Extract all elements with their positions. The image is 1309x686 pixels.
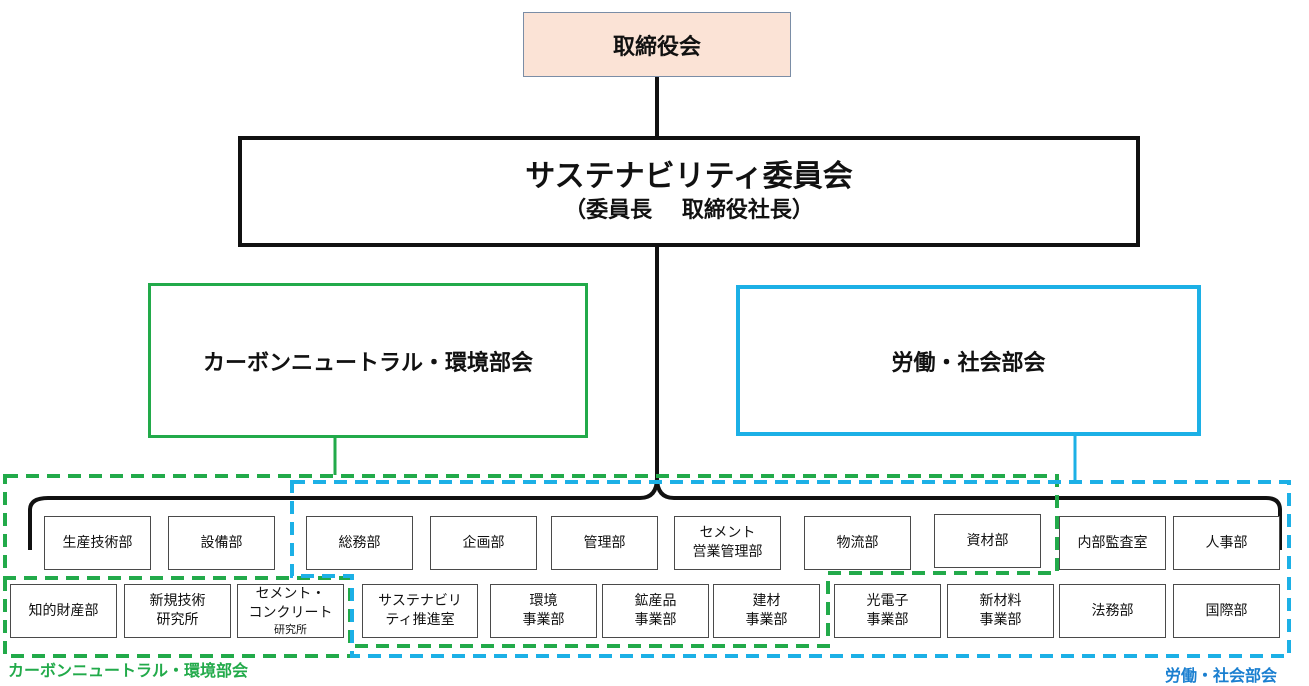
department-box: サステナビリ ティ推進室: [362, 584, 478, 638]
department-label: サステナビリ: [378, 593, 462, 609]
department-label: 生産技術部: [62, 534, 133, 551]
department-label: セメント: [699, 525, 756, 541]
department-box: セメント・ コンクリート 研究所: [237, 584, 344, 638]
department-box: 生産技術部: [44, 516, 151, 570]
department-label: ティ推進室: [385, 612, 455, 628]
department-box: セメント 営業管理部: [674, 516, 781, 570]
department-box: 管理部: [551, 516, 658, 570]
department-box: 設備部: [168, 516, 275, 570]
carbon-group-outline-lower: [3, 578, 350, 658]
department-label: 事業部: [522, 612, 565, 628]
department-label: 事業部: [866, 612, 909, 628]
carbon-group-outline: [3, 474, 1059, 648]
department-label: 企画部: [462, 534, 505, 551]
department-label: セメント・: [255, 586, 326, 602]
department-label: 環境: [529, 593, 558, 609]
department-label: 事業部: [745, 612, 788, 628]
committee-title: サステナビリティ委員会: [525, 158, 853, 194]
department-box: 人事部: [1173, 516, 1280, 570]
department-box: 光電子 事業部: [834, 584, 941, 638]
department-label: 事業部: [979, 612, 1022, 628]
department-box: 内部監査室: [1059, 516, 1166, 570]
department-box: 総務部: [306, 516, 413, 570]
department-box: 国際部: [1173, 584, 1280, 638]
labor-subcommittee-label: 労働・社会部会: [891, 350, 1046, 376]
labor-group-outline: [290, 480, 1291, 658]
department-box: 環境 事業部: [490, 584, 597, 638]
department-label: 営業管理部: [692, 544, 763, 560]
department-box: 企画部: [430, 516, 537, 570]
carbon-subcommittee-label: カーボンニュートラル・環境部会: [202, 350, 533, 376]
department-box: 新材料 事業部: [947, 584, 1054, 638]
department-box: 鉱産品 事業部: [602, 584, 709, 638]
department-label: 建材: [752, 593, 781, 609]
labor-subcommittee-box: 労働・社会部会: [736, 285, 1201, 436]
committee-subtitle: （委員長 取締役社長）: [564, 197, 814, 223]
department-label: 新規技術: [149, 593, 206, 609]
department-box: 建材 事業部: [713, 584, 820, 638]
department-label: コンクリート: [248, 605, 333, 621]
department-box: 法務部: [1059, 584, 1166, 638]
department-label: 知的財産部: [28, 602, 99, 619]
department-box: 物流部: [804, 516, 911, 570]
department-label: 鉱産品: [634, 593, 677, 609]
department-label: 物流部: [836, 534, 879, 551]
department-label: 設備部: [200, 534, 243, 551]
department-box: 新規技術 研究所: [124, 584, 231, 638]
board-label: 取締役会: [612, 34, 701, 60]
labor-group-label: 労働・社会部会: [1164, 666, 1277, 685]
department-label: 総務部: [338, 534, 381, 551]
department-label: 研究所: [274, 623, 307, 636]
sustainability-committee-box: サステナビリティ委員会 （委員長 取締役社長）: [238, 136, 1140, 247]
department-label: 人事部: [1205, 534, 1248, 551]
board-of-directors-box: 取締役会: [523, 12, 791, 77]
department-box: 知的財産部: [10, 584, 117, 638]
department-label: 研究所: [156, 612, 199, 628]
carbon-subcommittee-box: カーボンニュートラル・環境部会: [148, 283, 588, 438]
department-label: 新材料: [979, 593, 1022, 609]
department-box: 資材部: [934, 514, 1041, 568]
carbon-group-label: カーボンニュートラル・環境部会: [8, 661, 249, 680]
department-label: 内部監査室: [1077, 534, 1148, 551]
department-label: 国際部: [1205, 602, 1248, 619]
department-label: 事業部: [634, 612, 677, 628]
department-label: 法務部: [1091, 602, 1134, 619]
department-label: 光電子: [866, 593, 909, 609]
department-label: 資材部: [966, 532, 1009, 549]
department-label: 管理部: [583, 534, 626, 551]
